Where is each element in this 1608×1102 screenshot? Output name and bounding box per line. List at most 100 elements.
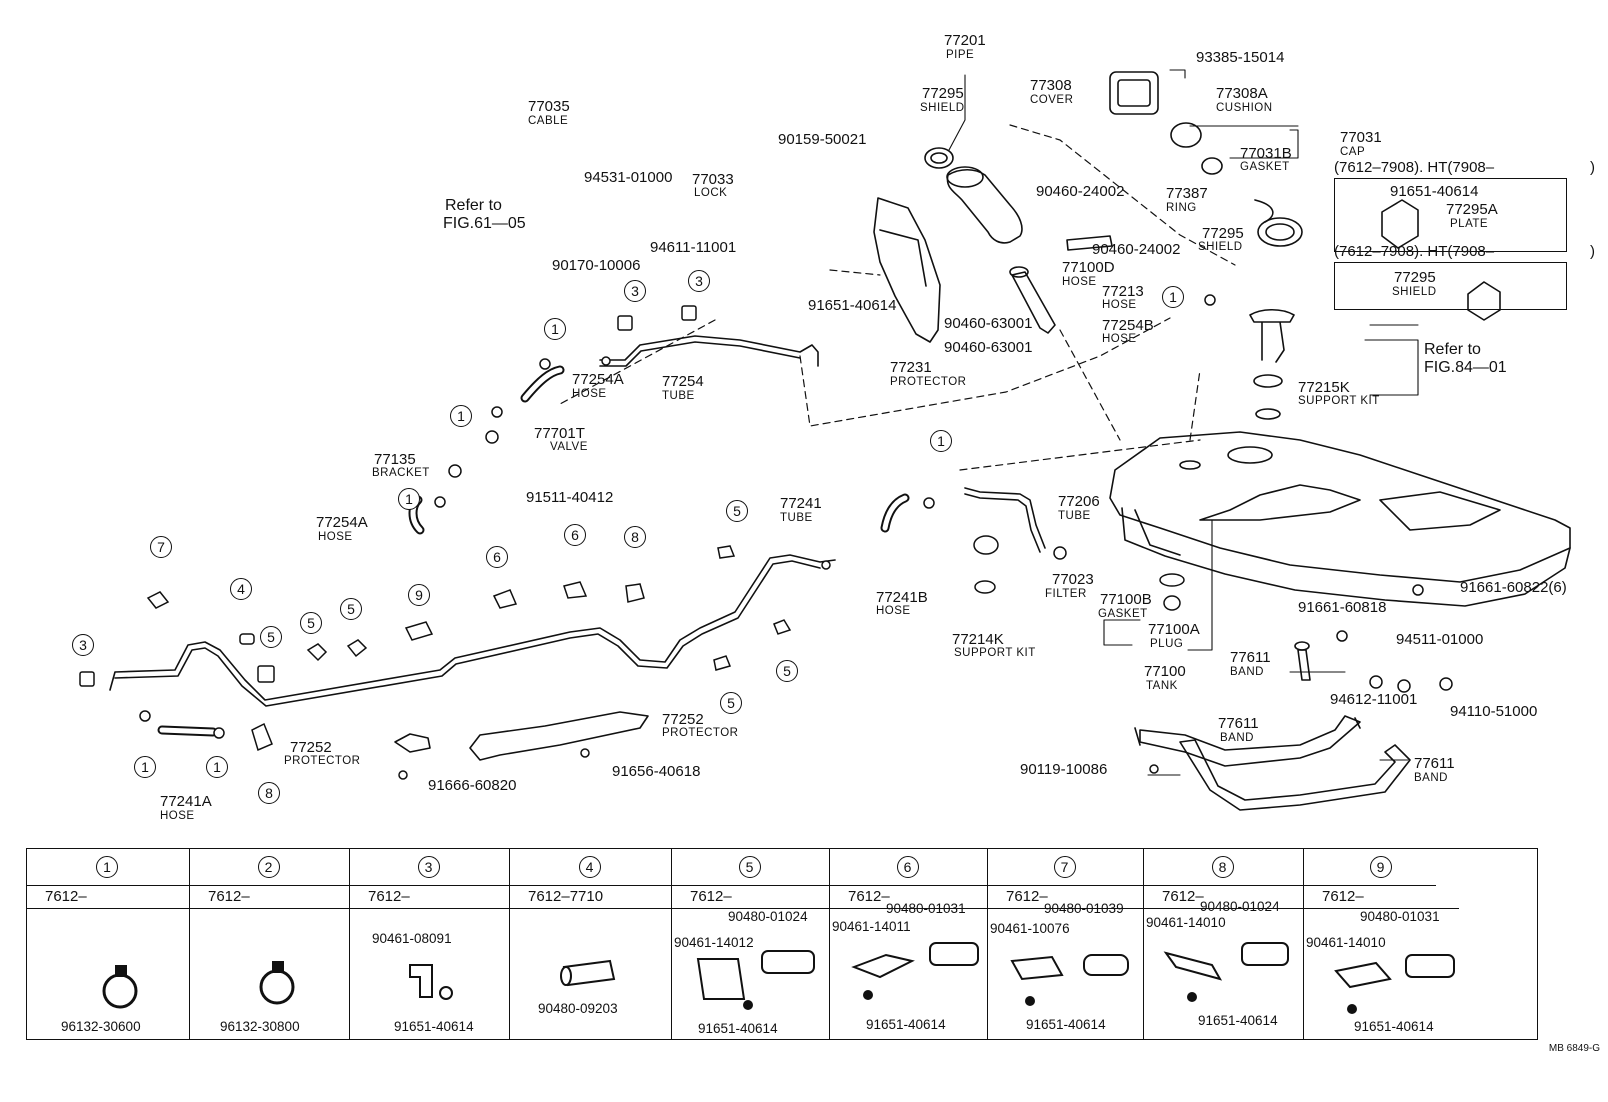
legend-col-1: 1 7612– 96132-30600	[27, 849, 189, 1039]
legend-part: 91651-40614	[866, 1017, 946, 1032]
callout-1: 1	[544, 318, 566, 340]
desc-valve: VALVE	[550, 441, 588, 453]
desc-pipe: PIPE	[946, 49, 975, 61]
label-77100B: 77100B	[1100, 591, 1152, 608]
shield-77295-c	[1467, 281, 1501, 321]
callout-1: 1	[450, 405, 472, 427]
clamp-icon	[102, 965, 138, 1009]
label-90460-24002-a: 90460-24002	[1036, 183, 1125, 200]
legend-part: 91651-40614	[394, 1019, 474, 1034]
cap-77031	[1170, 122, 1202, 148]
legend-part: 90461-14011	[832, 919, 911, 934]
legend-part: 90461-08091	[372, 931, 452, 946]
label-91656-40618: 91656-40618	[612, 763, 701, 780]
label-77254: 77254	[662, 373, 704, 390]
label-94110-51000: 94110-51000	[1450, 703, 1538, 720]
label-91661-60818: 91661-60818	[1298, 599, 1387, 616]
label-90119-10086: 90119-10086	[1020, 761, 1108, 778]
legend-col-5: 5 7612– 90480-01024 90461-14012 91651-40…	[671, 849, 829, 1039]
desc-band-b: BAND	[1220, 732, 1254, 744]
callout-6: 6	[486, 546, 508, 568]
label-77295-b: 77295	[1202, 225, 1244, 242]
label-77031B: 77031B	[1240, 145, 1292, 162]
desc-protector-77252-a: PROTECTOR	[662, 727, 739, 739]
label-90460-24002-b: 90460-24002	[1092, 241, 1181, 258]
legend-col-2: 2 7612– 96132-30800	[189, 849, 349, 1039]
desc-plate: PLATE	[1450, 218, 1489, 230]
label-77135: 77135	[374, 451, 416, 468]
legend-range: 7612–	[988, 885, 1143, 909]
legend-num: 2	[257, 856, 280, 878]
desc-lock: LOCK	[694, 187, 728, 199]
label-77254A-b: 77254A	[316, 514, 368, 531]
legend-part: 90480-01024	[728, 909, 808, 924]
fuel-sender	[1249, 308, 1295, 363]
legend-col-3: 3 7612– 90461-08091 91651-40614	[349, 849, 509, 1039]
desc-shield: SHIELD	[920, 102, 965, 114]
filler-pipe-77201	[946, 168, 1023, 244]
desc-tank: TANK	[1146, 680, 1178, 692]
label-90460-63001-a: 90460-63001	[944, 315, 1033, 332]
legend-range: 7612–	[1144, 885, 1303, 909]
callout-7: 7	[150, 536, 172, 558]
label-77308A: 77308A	[1216, 85, 1268, 102]
legend-num: 6	[896, 856, 919, 878]
legend-part: 90461-14012	[674, 935, 754, 950]
hose-77100D	[1066, 235, 1113, 251]
legend-col-4: 4 7612–7710 90480-09203	[509, 849, 671, 1039]
legend-range: 7612–	[830, 885, 987, 909]
label-77295A: 77295A	[1446, 201, 1498, 218]
label-77241: 77241	[780, 495, 822, 512]
range-note-1-end: )	[1590, 159, 1595, 176]
label-77295: 77295	[922, 85, 964, 102]
desc-band-c: BAND	[1414, 772, 1448, 784]
label-77231: 77231	[890, 359, 932, 376]
legend-part: 90461-14010	[1146, 915, 1226, 930]
label-77033: 77033	[692, 171, 734, 188]
legend-col-7: 7 7612– 90480-01039 90461-10076 91651-40…	[987, 849, 1143, 1039]
label-77035: 77035	[528, 98, 570, 115]
callout-3: 3	[624, 280, 646, 302]
label-77254A-a: 77254A	[572, 371, 624, 388]
label-94611-11001: 94611-11001	[650, 239, 737, 256]
callout-5: 5	[340, 598, 362, 620]
legend-num: 5	[738, 856, 761, 878]
callout-1: 1	[134, 756, 156, 778]
range-note-2: (7612–7908). HT(7908–	[1334, 243, 1495, 260]
desc-shield-b: SHIELD	[1198, 241, 1243, 253]
legend-range: 7612–	[672, 885, 829, 909]
desc-hose-77241B: HOSE	[876, 605, 911, 617]
shield-variant-box	[1334, 262, 1567, 310]
protector-77231	[873, 197, 941, 343]
label-91666-60820: 91666-60820	[428, 777, 517, 794]
desc-gasket-77100B: GASKET	[1098, 608, 1148, 620]
legend-part: 90461-10076	[990, 921, 1070, 936]
legend-num: 7	[1053, 856, 1076, 878]
legend-col-8: 8 7612– 90480-01024 90461-14010 91651-40…	[1143, 849, 1303, 1039]
legend-num: 4	[578, 856, 601, 878]
callout-3: 3	[72, 634, 94, 656]
shield-77295-b	[1257, 217, 1303, 247]
callout-5: 5	[720, 692, 742, 714]
desc-bracket: BRACKET	[372, 467, 430, 479]
label-77387: 77387	[1166, 185, 1208, 202]
legend-num: 3	[417, 856, 440, 878]
tube-77206	[964, 487, 1046, 549]
refer-fig-84-01: FIG.84—01	[1424, 359, 1507, 376]
legend-part: 91651-40614	[698, 1021, 778, 1036]
desc-hose-77254A-a: HOSE	[572, 388, 607, 400]
callout-1: 1	[1162, 286, 1184, 308]
legend-range: 7612–	[27, 885, 189, 909]
label-90170-10006: 90170-10006	[552, 257, 641, 274]
cover-77308	[1109, 71, 1159, 115]
band-77611-b	[1179, 739, 1411, 811]
hose-77213	[1011, 271, 1056, 334]
band-77611-a	[1139, 715, 1361, 767]
callout-3: 3	[688, 270, 710, 292]
legend-corner	[1436, 848, 1538, 908]
clamp-icon	[259, 961, 295, 1005]
protector-77252-b	[394, 733, 431, 753]
label-77031: 77031	[1340, 129, 1382, 146]
legend-part: 91651-40614	[1354, 1019, 1434, 1034]
label-77252-b: 77252	[290, 739, 332, 756]
